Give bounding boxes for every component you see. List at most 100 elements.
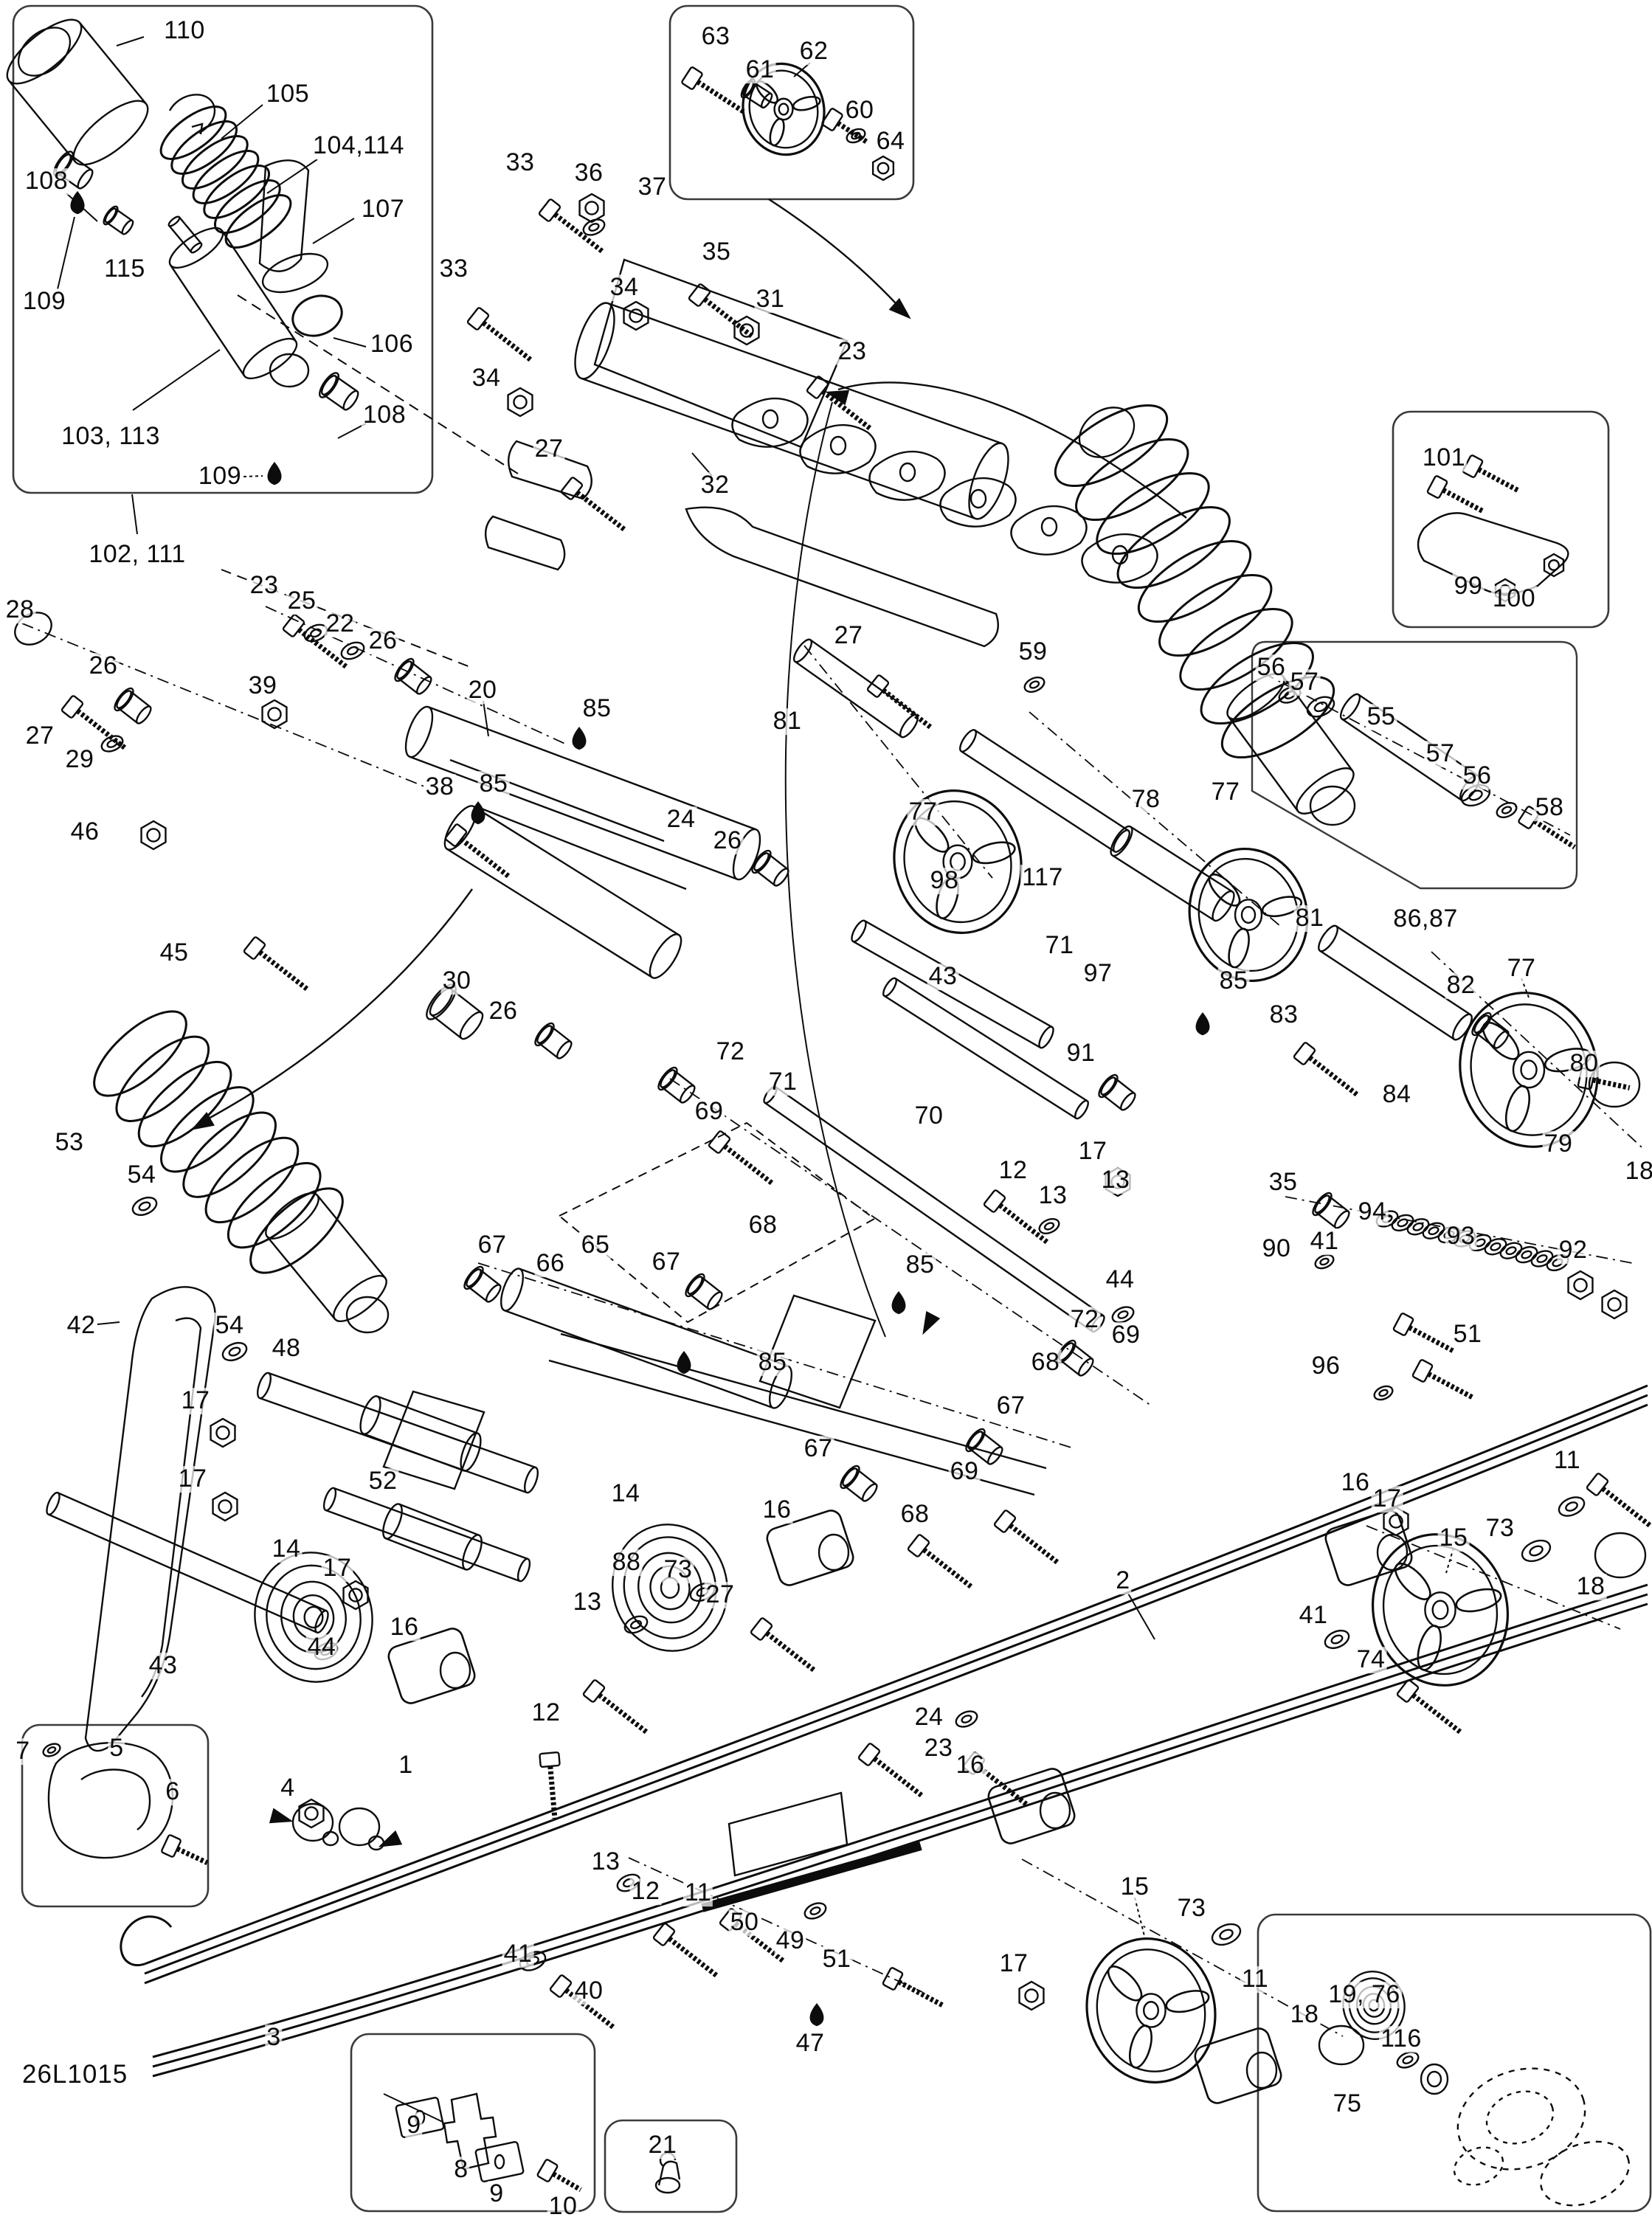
bolt-head (993, 1510, 1017, 1533)
shock-rod (168, 216, 202, 253)
line (312, 218, 355, 244)
swing-arm-42 (84, 1286, 216, 1752)
shock-eye (1309, 785, 1356, 826)
bushing-flange (534, 1022, 555, 1047)
idler-wheel-rim (1096, 1948, 1206, 2072)
shaft-78 (959, 729, 977, 753)
fin-hole (761, 409, 779, 429)
rod-43 (883, 978, 1088, 1119)
nut (215, 1425, 230, 1440)
bolt-shank (597, 1692, 649, 1735)
bushing (1100, 1076, 1116, 1096)
part-label: 46 (69, 817, 101, 846)
shaft-52 (322, 1487, 337, 1512)
outline (768, 198, 905, 314)
bolt-shank (764, 1631, 817, 1673)
bushing (1493, 1030, 1510, 1049)
line (221, 104, 263, 139)
fin-hole (899, 462, 916, 483)
line (237, 294, 519, 474)
part-label: 57 (1424, 739, 1456, 768)
washer (1023, 677, 1046, 693)
shock-body (168, 227, 224, 269)
part-label: 69 (948, 1457, 981, 1486)
washer (582, 218, 606, 236)
washer (846, 128, 866, 144)
shock-eye (345, 1296, 390, 1334)
bolt-shank (1592, 1077, 1631, 1090)
line (628, 1857, 923, 1993)
shaft-55 (1341, 694, 1479, 801)
axle-holder-bore (439, 1651, 471, 1690)
bolt-head (539, 1751, 561, 1768)
inset-box (604, 2119, 738, 2213)
part-label: 78 (1130, 785, 1162, 814)
center-shock-body (333, 1275, 387, 1322)
part-label: 27 (832, 621, 865, 650)
line (383, 2093, 443, 2123)
wheel-slot (1128, 2024, 1152, 2069)
bolt-shank (1307, 1055, 1360, 1098)
bolt-head (243, 936, 266, 960)
washer (42, 1743, 61, 1757)
coil-spring (192, 150, 260, 204)
part-label: 56 (1255, 653, 1288, 682)
arm-fin (868, 450, 946, 501)
axle-holder-16 (987, 1768, 1076, 1844)
part-label: 12 (997, 1156, 1029, 1185)
part-label: 116 (1379, 2024, 1423, 2053)
bolt-shank (459, 837, 511, 879)
rear-arm-tube (404, 705, 434, 758)
reservoir (72, 100, 149, 166)
coil-spring (213, 179, 281, 234)
shock-rod (190, 242, 203, 254)
idler-wheel (1371, 1533, 1510, 1687)
part-label: 68 (1029, 1348, 1062, 1377)
part-label: 51 (820, 1945, 853, 1974)
shock-mount (1078, 407, 1136, 458)
washer (1319, 1257, 1330, 1266)
nut (348, 1588, 363, 1602)
part-label: 16 (954, 1751, 986, 1780)
shock-body (170, 230, 297, 376)
clip-9 (474, 2140, 525, 2183)
nut (1573, 1278, 1588, 1293)
part-label: 85 (581, 694, 613, 723)
part-label: 103, 113 (60, 422, 162, 451)
bushing-flange (751, 849, 772, 874)
part-label: 85 (904, 1251, 936, 1279)
fin-hole (829, 435, 847, 456)
bushing-flange (685, 1273, 705, 1298)
rod-81 (792, 638, 813, 663)
part-label: 24 (913, 1703, 945, 1732)
wheel-slot (1228, 927, 1250, 969)
bushing-flange (114, 687, 134, 712)
oil-drop-icon (677, 1351, 691, 1374)
part-label: 40 (573, 1977, 605, 2005)
part-label: 101 (1420, 443, 1468, 472)
part-label: 15 (1437, 1524, 1470, 1552)
part-label: 33 (438, 255, 470, 283)
rail-left (152, 1593, 1648, 2068)
part-label: 13 (1099, 1166, 1132, 1194)
bolt-shank (1427, 1372, 1473, 1400)
part-label: 75 (1331, 2089, 1364, 2118)
bushing (687, 1276, 703, 1295)
part-label: 31 (754, 285, 787, 314)
bolt-shank (258, 950, 310, 992)
part-label: 11 (1240, 1965, 1271, 1993)
nut (733, 315, 760, 346)
arrowhead (190, 1112, 215, 1130)
wheel-hub (303, 1605, 324, 1629)
nut (261, 699, 288, 730)
rod-81 (794, 639, 918, 738)
part-label: 10 (547, 2192, 579, 2220)
idler-wheel (1085, 1937, 1217, 2084)
part-label: 77 (1505, 954, 1538, 983)
part-label: 18 (1288, 2000, 1321, 2029)
bolt-head (549, 1974, 573, 1998)
bearing-116 (1420, 2063, 1449, 2095)
part-label: 2 (1114, 1566, 1132, 1595)
part-label: 19, 76 (1327, 1980, 1402, 2009)
bolt-shank (75, 708, 128, 751)
